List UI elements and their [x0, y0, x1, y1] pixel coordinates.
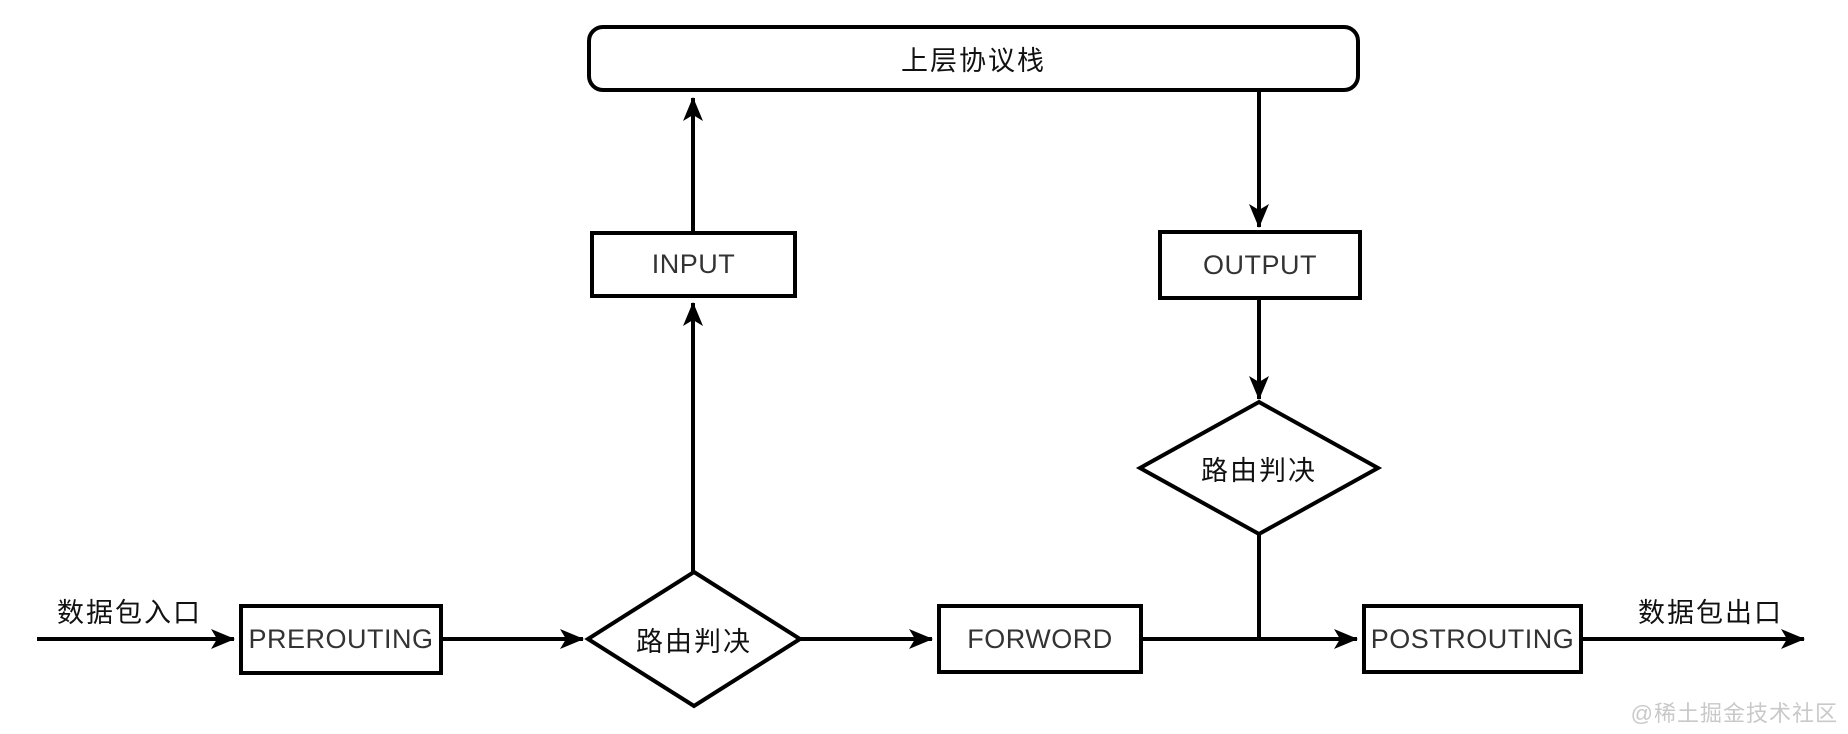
- node-postrouting[interactable]: POSTROUTING: [1362, 604, 1583, 674]
- node-postrouting-label: POSTROUTING: [1370, 623, 1575, 654]
- node-input-label: INPUT: [651, 249, 736, 279]
- node-upper-protocol-stack-label: 上层协议栈: [901, 46, 1046, 76]
- node-forword-label: FORWORD: [967, 623, 1113, 654]
- routing-decision-right-shape: [1135, 399, 1383, 537]
- node-output-label: OUTPUT: [1203, 249, 1317, 280]
- node-prerouting-label: PREROUTING: [248, 624, 434, 654]
- node-output[interactable]: OUTPUT: [1158, 230, 1362, 300]
- watermark: @稀土掘金技术社区: [1630, 701, 1838, 726]
- routing-decision-bottom-shape: [584, 569, 804, 709]
- packet-entry-label: 数据包入口: [57, 598, 202, 628]
- packet-exit-label: 数据包出口: [1638, 598, 1783, 628]
- node-upper-protocol-stack[interactable]: 上层协议栈: [587, 25, 1360, 92]
- node-prerouting[interactable]: PREROUTING: [239, 604, 443, 675]
- node-forword[interactable]: FORWORD: [937, 604, 1143, 674]
- node-input[interactable]: INPUT: [590, 231, 797, 298]
